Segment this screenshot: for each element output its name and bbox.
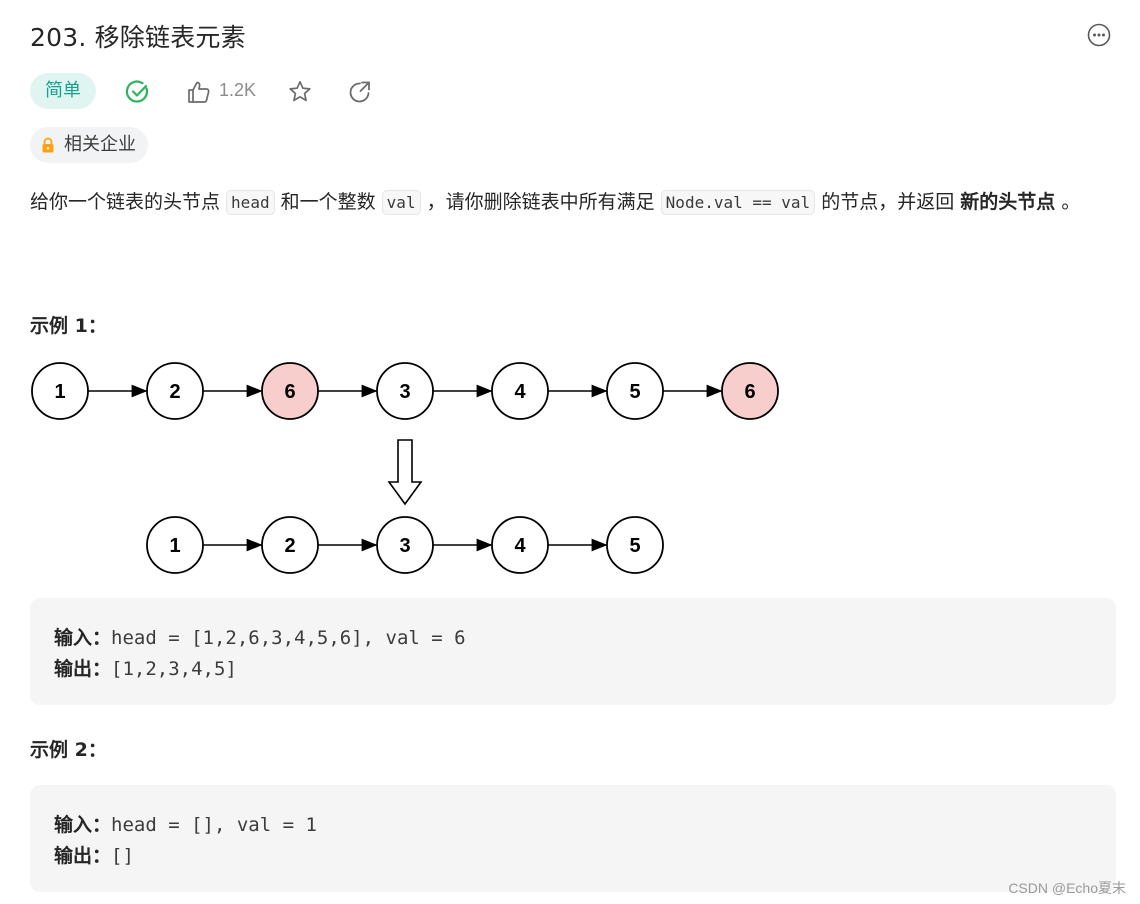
- after-node-4: [491, 516, 549, 574]
- after-node-5: [606, 516, 664, 574]
- star-icon[interactable]: [287, 79, 313, 105]
- after-node-label-4: 4: [514, 535, 526, 557]
- example-2-input: 输入：head = [], val = 1: [54, 814, 317, 836]
- after-node-label-2: 2: [284, 535, 295, 557]
- example-2-box: 输入：head = [], val = 1 输出：[]: [30, 785, 1116, 892]
- difficulty-badge: 简单: [30, 73, 96, 109]
- new-head-bold: 新的头节点: [960, 191, 1056, 213]
- code-val: val: [381, 190, 421, 215]
- before-node-label-3: 6: [284, 381, 295, 403]
- example-2-output: 输出：[]: [54, 845, 134, 867]
- before-node-4: [376, 362, 434, 420]
- before-node-5: [491, 362, 549, 420]
- before-node-label-6: 5: [629, 381, 640, 403]
- code-head: head: [226, 190, 275, 215]
- before-node-6: [606, 362, 664, 420]
- before-node-label-2: 2: [169, 381, 180, 403]
- before-node-3: [261, 362, 319, 420]
- after-node-1: [146, 516, 204, 574]
- example-1-box: 输入：head = [1,2,6,3,4,5,6], val = 6 输出：[1…: [30, 598, 1116, 705]
- problem-meta-row: 简单 1.2K: [30, 73, 430, 109]
- share-icon[interactable]: [347, 79, 373, 105]
- before-node-label-7: 6: [744, 381, 755, 403]
- more-icon[interactable]: [1086, 22, 1112, 48]
- example-2-title: 示例 2：: [30, 739, 107, 761]
- thumbs-up-icon[interactable]: [186, 79, 212, 105]
- like-count: 1.2K: [219, 80, 257, 100]
- example-1-title: 示例 1：: [30, 315, 107, 337]
- watermark: CSDN @Echo夏末: [1008, 880, 1126, 896]
- related-companies-tag[interactable]: 相关企业: [30, 127, 148, 163]
- before-node-1: [31, 362, 89, 420]
- after-node-3: [376, 516, 434, 574]
- after-node-label-1: 1: [169, 535, 180, 557]
- solved-check-icon: [125, 80, 149, 103]
- lock-icon: [42, 137, 54, 152]
- transform-arrow: [387, 439, 423, 506]
- problem-title: 203. 移除链表元素: [30, 23, 246, 52]
- example-1-output: 输出：[1,2,3,4,5]: [54, 658, 237, 680]
- after-node-2: [261, 516, 319, 574]
- before-node-7: [721, 362, 779, 420]
- before-node-label-1: 1: [54, 381, 65, 403]
- before-node-label-4: 3: [399, 381, 410, 403]
- related-companies-label: 相关企业: [64, 134, 136, 155]
- code-node-val: Node.val == val: [660, 190, 816, 215]
- linked-list-diagram: 1 2 6 3 4 5 6 1 2 3 4 5: [31, 362, 779, 574]
- before-node-label-5: 4: [514, 381, 526, 403]
- after-node-label-5: 5: [629, 535, 640, 557]
- example-1-input: 输入：head = [1,2,6,3,4,5,6], val = 6: [54, 627, 466, 649]
- after-node-label-3: 3: [399, 535, 410, 557]
- before-node-2: [146, 362, 204, 420]
- problem-description: 给你一个链表的头节点 head 和一个整数 val ，请你删除链表中所有满足 N…: [30, 190, 1081, 215]
